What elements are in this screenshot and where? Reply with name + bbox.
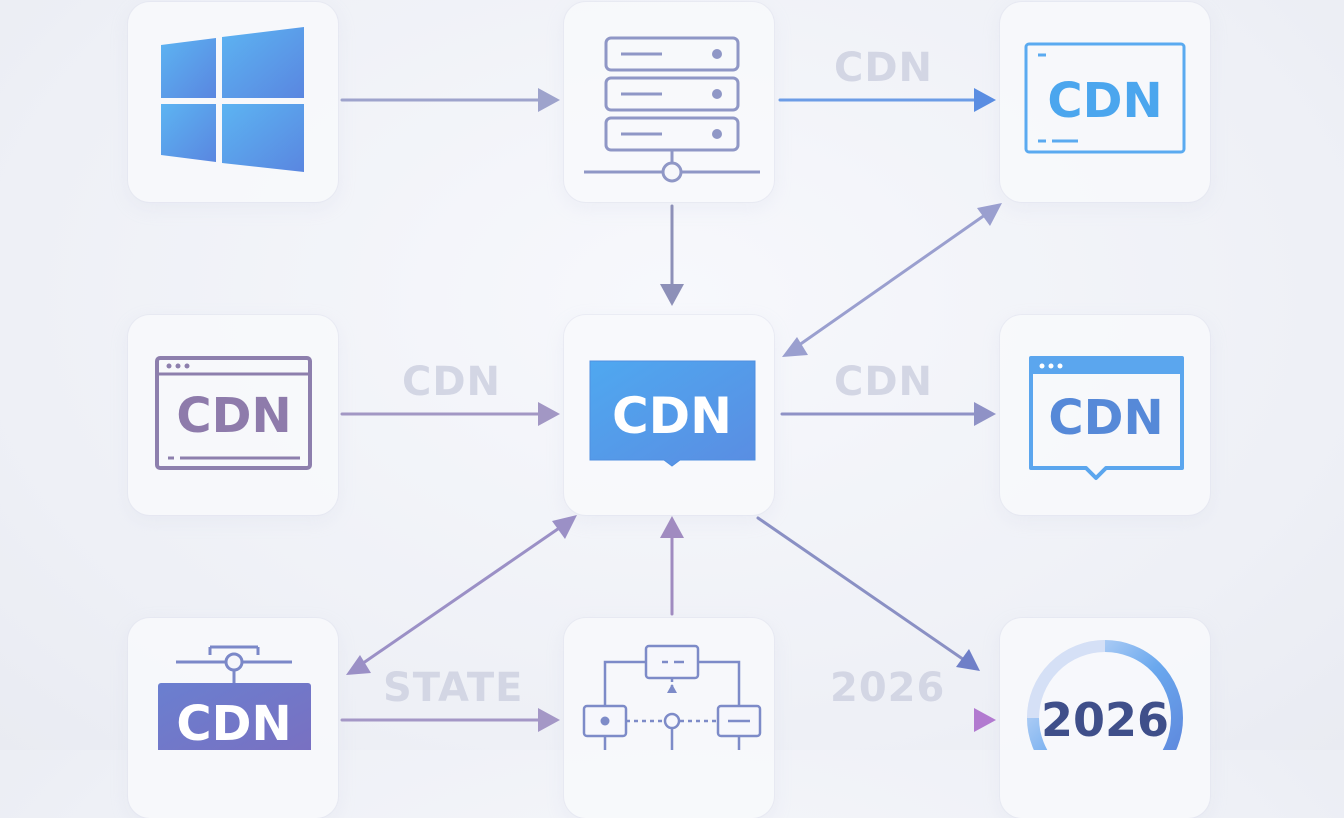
cdn-right-text: CDN	[1048, 390, 1163, 446]
edge-label-bottom-right: 2026	[830, 665, 946, 711]
browser-window-icon-left: CDN	[155, 356, 312, 470]
cdn-center-text: CDN	[612, 387, 732, 445]
arrow-bottom-left-to-flow	[340, 708, 560, 732]
flow-diagram-icon	[582, 644, 762, 750]
arrow-center-to-cdn-right	[780, 402, 996, 426]
browser-window-icon-top-right: CDN	[1024, 42, 1186, 154]
arrow-center-to-top-right	[782, 203, 1002, 357]
progress-ring-icon: 2026	[1027, 640, 1183, 750]
arrow-cdn-left-to-center	[340, 402, 560, 426]
arrow-center-to-bottom-left	[346, 515, 577, 675]
edge-label-bottom-left: STATE	[383, 665, 524, 711]
windows-logo-icon	[161, 27, 304, 172]
arrow-center-to-year-ring	[756, 516, 980, 671]
browser-window-icon-right: CDN	[1029, 356, 1184, 480]
diagram-canvas: CDN CDN CDN CDN CDN	[155, 27, 1186, 750]
cdn-left-text: CDN	[176, 388, 291, 444]
arrow-flow-to-center	[660, 516, 684, 616]
network-cdn-icon: CDN	[158, 645, 311, 750]
cdn-bottom-left-text: CDN	[176, 696, 291, 750]
edge-label-middle-left: CDN	[402, 359, 502, 405]
cdn-left-tile[interactable]	[128, 315, 338, 515]
arrow-server-to-center	[660, 204, 684, 306]
server-rack-icon	[584, 36, 760, 183]
cdn-right-tile[interactable]	[1000, 315, 1210, 515]
edge-label-top: CDN	[834, 45, 934, 91]
arrow-windows-to-server	[340, 88, 560, 112]
arrow-server-to-cdn-top-right	[778, 88, 996, 112]
cdn-top-right-tile[interactable]	[1000, 2, 1210, 202]
arrow-flow-to-year-ring	[780, 708, 996, 732]
cdn-top-right-text: CDN	[1047, 73, 1162, 129]
edge-label-middle-right: CDN	[834, 359, 934, 405]
year-ring-text: 2026	[1041, 693, 1169, 747]
cdn-badge-icon: CDN	[589, 360, 756, 467]
